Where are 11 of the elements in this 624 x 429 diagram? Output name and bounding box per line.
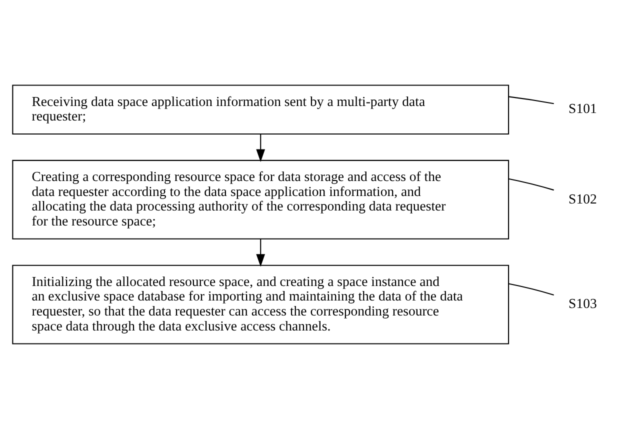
connector — [508, 178, 554, 191]
connector — [508, 96, 554, 104]
connector — [508, 283, 554, 296]
node-box: Receiving data space application information sent by a multi-party data requester; — [12, 84, 510, 134]
node-text: S103 — [568, 296, 597, 312]
node-box: Creating a corresponding resource space for data storage and access of the data requester according to the data space application information, and allocating the data processing authority of the corresponding data requester for the resource space; — [12, 160, 510, 240]
arrow — [256, 239, 266, 267]
arrow — [256, 134, 266, 162]
node-text: S102 — [568, 191, 597, 206]
node-text: S101 — [568, 101, 597, 116]
node-box: Initializing the allocated resource space, and creating a space instance and an exclusive space database for importing and maintaining the data of the data requester, so that the data requester can access the corresponding resource space data through the data exclusive access channels. — [12, 264, 510, 344]
